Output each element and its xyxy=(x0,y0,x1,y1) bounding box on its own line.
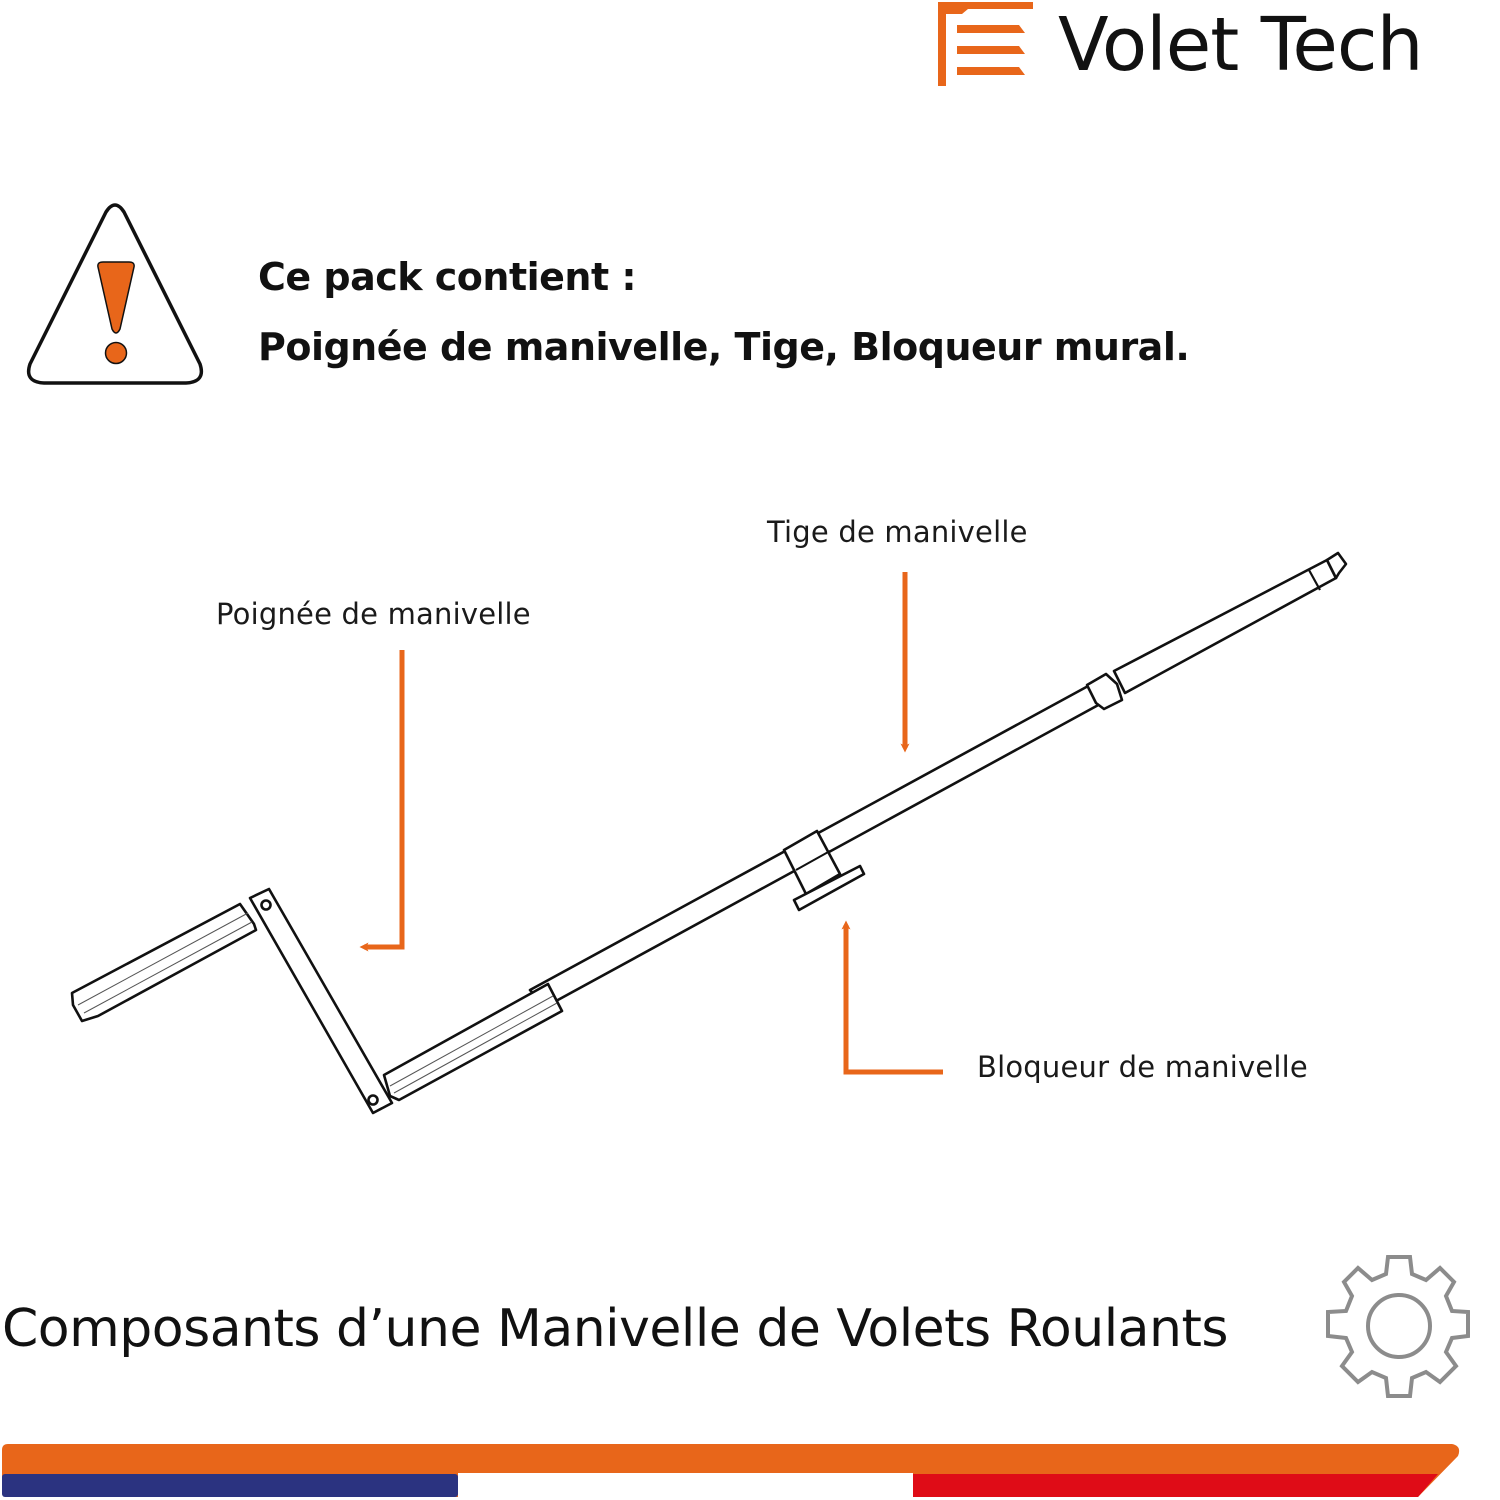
right-grip xyxy=(382,982,564,1102)
wall-lock xyxy=(782,829,866,912)
shutter-logo-icon xyxy=(938,2,1033,86)
label-lock: Bloqueur de manivelle xyxy=(977,1050,1308,1084)
label-handle: Poignée de manivelle xyxy=(216,597,531,631)
handle-arrow xyxy=(359,650,405,952)
lock-arrow xyxy=(841,920,943,1075)
gear-icon xyxy=(1326,1255,1470,1398)
pack-contents: Poignée de manivelle, Tige, Bloqueur mur… xyxy=(258,325,1190,369)
brand-logo xyxy=(935,0,1500,90)
rod-tip xyxy=(1325,551,1348,580)
brand-name: Volet Tech xyxy=(1058,2,1424,88)
label-rod: Tige de manivelle xyxy=(767,515,1028,549)
rod-upper xyxy=(1112,558,1338,695)
callout-arrows xyxy=(359,572,943,1075)
rod-coupling xyxy=(1085,672,1124,711)
crank-arm xyxy=(248,887,394,1115)
rod-lower xyxy=(528,683,1104,1009)
footer-title: Composants d’une Manivelle de Volets Rou… xyxy=(2,1299,1228,1359)
tricolor-band xyxy=(2,1444,1460,1497)
pack-title: Ce pack contient : xyxy=(258,255,637,299)
left-grip xyxy=(70,902,258,1023)
warning-triangle-icon xyxy=(26,203,204,385)
